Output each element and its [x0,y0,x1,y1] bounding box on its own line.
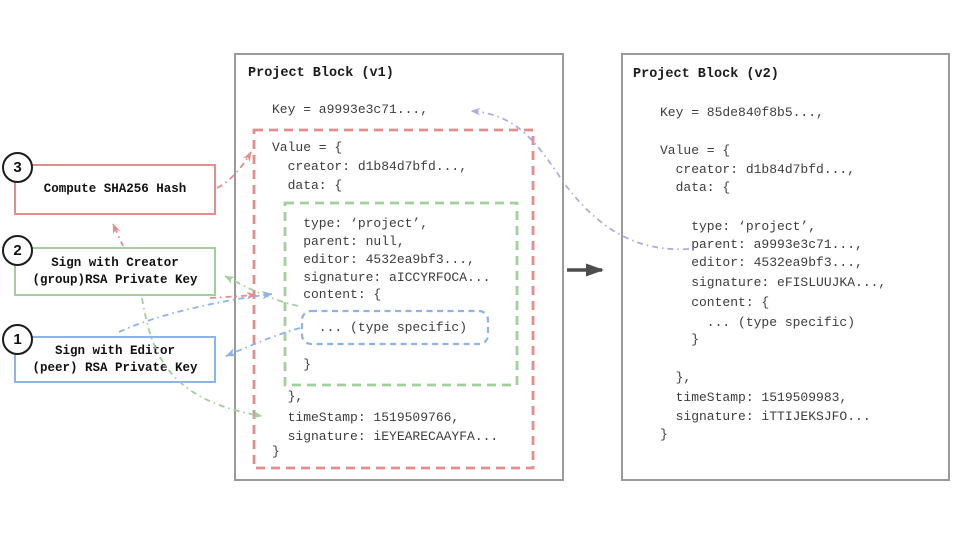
v2-type-specific-line: ... (type specific) [660,315,856,330]
v1-type-line: type: ‘project’, [272,216,429,231]
step2-to-step3-connector [112,223,124,247]
v1-data-signature-line: signature: aICCYRFOCA... [272,270,491,285]
step1-number: 1 [13,331,22,348]
v1-type-specific-line: ... (type specific) [272,320,468,335]
step-number-badge-2: 2 [2,235,33,266]
v1-value-close-line: } [272,444,280,459]
step2-label-line1: Sign with Creator [51,255,179,270]
v1-key-line: Key = a9993e3c71..., [272,102,429,117]
step2-number: 2 [13,242,22,259]
step1-label-line1: Sign with Editor [54,343,176,358]
v2-type-line: type: ‘project’, [660,219,817,234]
v2-content-close-line: } [660,332,700,347]
project-block-v2-title: Project Block (v2) [633,67,779,82]
v2-editor-line: editor: 4532ea9bf3..., [660,255,863,270]
v2-content-line: content: { [660,295,770,310]
step3-label: Compute SHA256 Hash [43,182,187,196]
v2-parent-line: parent: a9993e3c71..., [660,237,863,252]
step1-label-line2: (peer) RSA Private Key [32,360,198,375]
v1-data-close-line: }, [272,389,304,404]
step-box-sign-with-creator: Sign with Creator (group)RSA Private Key [14,247,216,296]
v2-creator-line: creator: d1b84d7bfd..., [660,162,856,177]
v1-editor-line: editor: 4532ea9bf3..., [272,252,475,267]
v1-creator-line: creator: d1b84d7bfd..., [272,159,468,174]
project-block-v1-title: Project Block (v1) [248,66,394,81]
v2-value-close-line: } [660,427,668,442]
step-number-badge-3: 3 [2,152,33,183]
step-number-badge-1: 1 [2,324,33,355]
step3-number: 3 [13,159,22,176]
step-box-compute-sha256-hash: Compute SHA256 Hash [14,164,216,215]
step-box-sign-with-editor: Sign with Editor (peer) RSA Private Key [14,336,216,383]
v2-data-signature-line: signature: eFISLUUJKA..., [660,275,887,290]
v1-timestamp-line: timeStamp: 1519509766, [272,410,460,425]
v1-signature-line: signature: iEYEARECAAYFA... [272,429,499,444]
v2-value-line: Value = { [660,143,731,158]
v2-data-line: data: { [660,180,731,195]
v1-content-close-line: } [272,357,312,372]
v1-parent-line: parent: null, [272,234,405,249]
v2-signature-line: signature: iTTIJEKSJFO... [660,409,871,424]
v2-key-line: Key = 85de840f8b5..., [660,105,824,120]
v1-data-line: data: { [272,178,343,193]
v1-content-line: content: { [272,287,382,302]
v2-timestamp-line: timeStamp: 1519509983, [660,390,848,405]
v2-data-close-line: }, [660,370,692,385]
v1-value-line: Value = { [272,140,343,155]
step2-label-line2: (group)RSA Private Key [32,272,198,287]
